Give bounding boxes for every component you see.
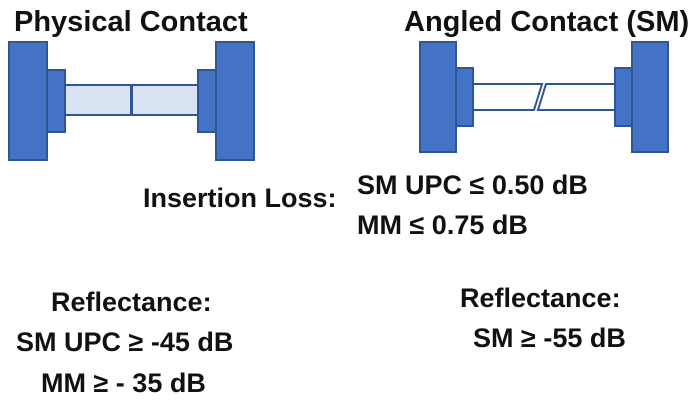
- left-connector-body: [8, 41, 48, 161]
- physical-reflectance-mm: MM ≥ - 35 dB: [41, 368, 206, 398]
- insertion-loss-sm-upc: SM UPC ≤ 0.50 dB: [357, 170, 588, 200]
- right-connector-body: [215, 41, 255, 161]
- right-angled-ferrule: [536, 83, 616, 111]
- left-ferrule: [64, 84, 132, 116]
- physical-reflectance-label: Reflectance:: [51, 287, 212, 317]
- right-connector-collar: [614, 67, 633, 127]
- right-connector-body: [631, 41, 669, 153]
- right-ferrule: [131, 84, 199, 116]
- angled-contact-connector: [419, 41, 669, 153]
- left-angled-ferrule: [472, 83, 544, 111]
- angled-reflectance-label: Reflectance:: [460, 283, 621, 313]
- insertion-loss-label: Insertion Loss:: [143, 183, 337, 213]
- physical-contact-connector: [8, 41, 255, 161]
- physical-contact-title: Physical Contact: [14, 6, 248, 38]
- left-connector-collar: [46, 69, 66, 133]
- insertion-loss-mm: MM ≤ 0.75 dB: [357, 210, 528, 240]
- left-connector-collar: [455, 67, 474, 127]
- physical-reflectance-sm-upc: SM UPC ≥ -45 dB: [16, 327, 234, 357]
- angled-reflectance-sm: SM ≥ -55 dB: [473, 323, 626, 353]
- left-connector-body: [419, 41, 457, 153]
- right-connector-collar: [197, 69, 217, 133]
- angled-contact-title: Angled Contact (SM): [404, 6, 690, 38]
